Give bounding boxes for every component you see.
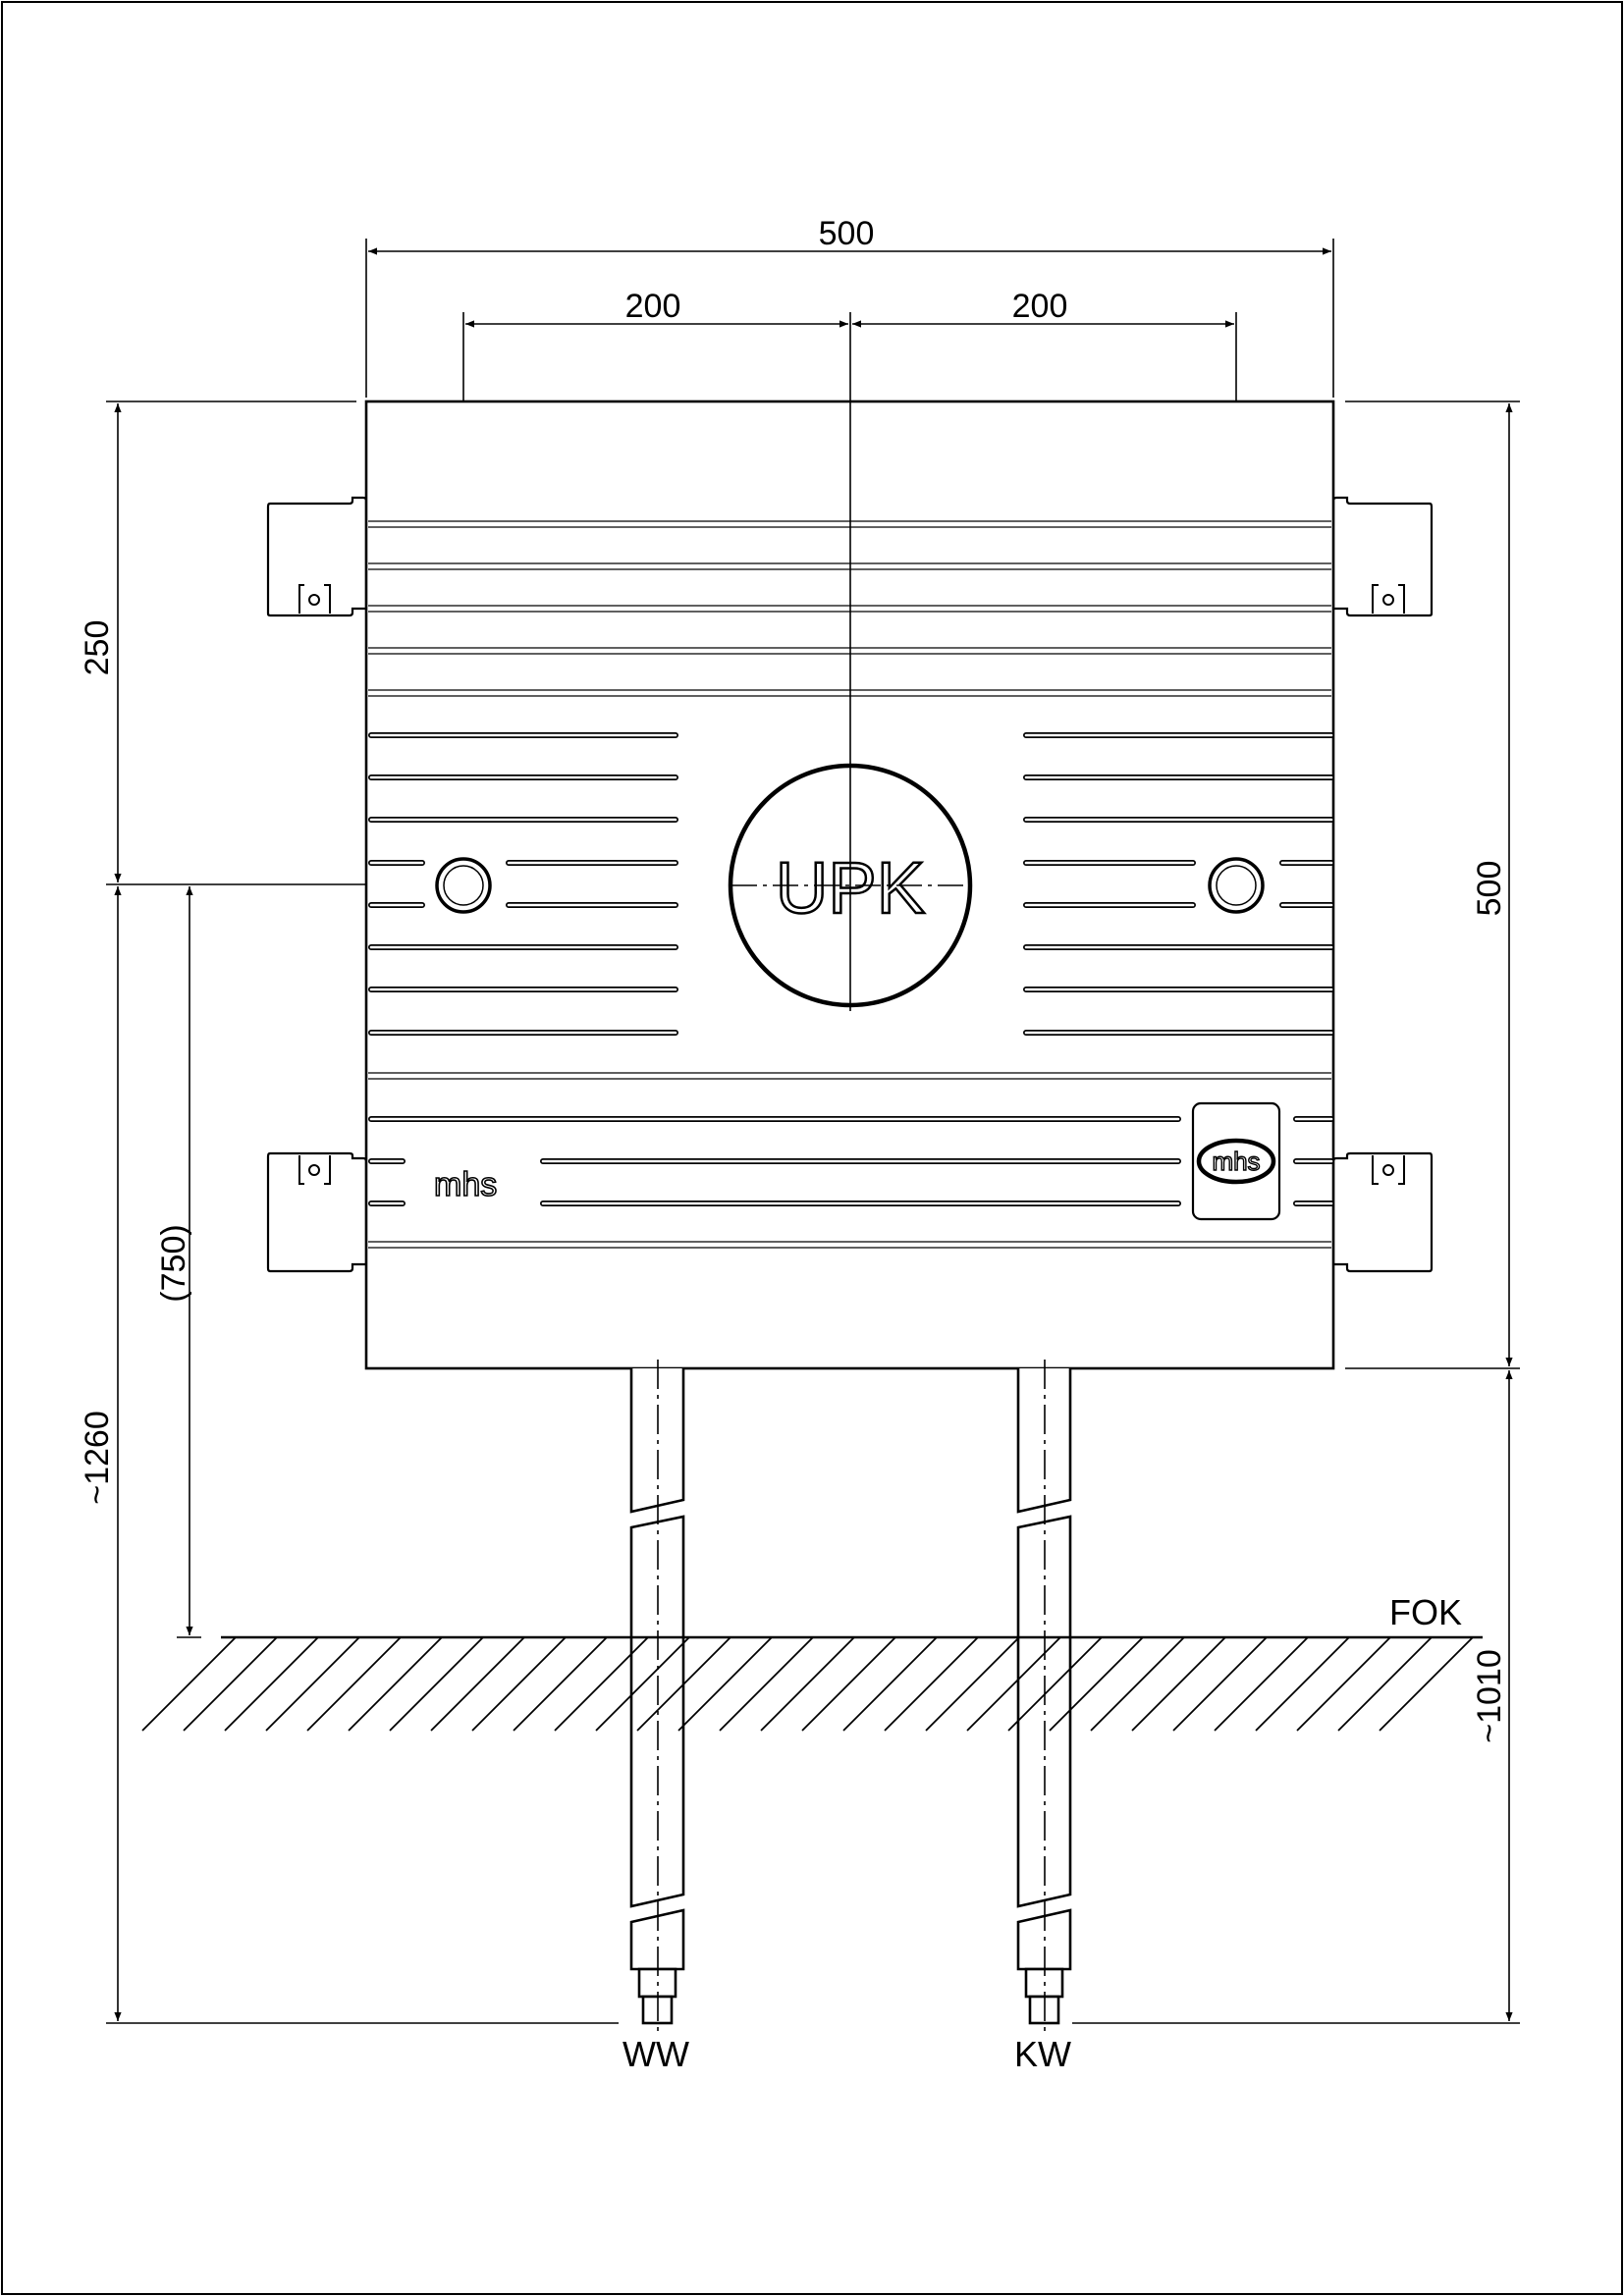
- dimension-200-right: 200: [1012, 288, 1068, 325]
- floor-hatch-line: [513, 1636, 608, 1732]
- floor-hatch-line: [884, 1636, 979, 1732]
- floor-hatch-line: [141, 1636, 237, 1732]
- brand-badge-text: mhs: [1212, 1147, 1260, 1176]
- floor-hatch-line: [1379, 1636, 1474, 1732]
- floor-hatch-line: [471, 1636, 567, 1732]
- floor-hatch-line: [842, 1636, 938, 1732]
- dimension-right-chains: [1072, 400, 1520, 2024]
- floor-hatch-line: [183, 1636, 278, 1732]
- floor-hatch-line: [265, 1636, 360, 1732]
- floor-hatch-line: [1049, 1636, 1144, 1732]
- floor-level: [141, 1635, 1483, 1732]
- dimension-500-top: 500: [819, 215, 875, 252]
- floor-hatch-line: [1214, 1636, 1309, 1732]
- floor-hatch-line: [224, 1636, 319, 1732]
- floor-hatch-line: [677, 1636, 773, 1732]
- floor-hatch-line: [595, 1636, 690, 1732]
- dimension-1260: ~1260: [79, 1411, 116, 1505]
- dimension-500-right: 500: [1471, 861, 1508, 917]
- floor-hatch-line: [966, 1636, 1061, 1732]
- floor-hatch-line: [348, 1636, 443, 1732]
- floor-hatch-line: [1296, 1636, 1391, 1732]
- ww-label: WW: [623, 2034, 689, 2074]
- connection-holes: [435, 857, 1265, 914]
- floor-hatch-line: [306, 1636, 402, 1732]
- brand-badge: mhs: [1191, 1101, 1281, 1221]
- dimension-750: (750): [155, 1224, 192, 1302]
- floor-hatch-line: [430, 1636, 525, 1732]
- floor-hatch-line: [636, 1636, 731, 1732]
- floor-hatch-line: [1131, 1636, 1226, 1732]
- kw-label: KW: [1014, 2034, 1071, 2074]
- floor-hatch-line: [1007, 1636, 1103, 1732]
- floor-hatch-line: [554, 1636, 649, 1732]
- floor-hatch-line: [1090, 1636, 1185, 1732]
- floor-hatch-line: [925, 1636, 1020, 1732]
- brand-logo-text: mhs: [434, 1166, 497, 1203]
- floor-hatch-line: [389, 1636, 484, 1732]
- floor-hatch-line: [719, 1636, 814, 1732]
- floor-hatch-line: [801, 1636, 896, 1732]
- dimension-1010: ~1010: [1471, 1649, 1508, 1743]
- floor-hatch-line: [760, 1636, 855, 1732]
- dimension-200-left: 200: [625, 288, 681, 325]
- floor-hatch-line: [1337, 1636, 1433, 1732]
- floor-label: FOK: [1389, 1592, 1462, 1632]
- center-lines: [731, 312, 972, 1011]
- pipe-kw: [1016, 1360, 1072, 2032]
- bracket-details: [298, 584, 1405, 1185]
- pipe-ww: [629, 1360, 685, 2032]
- mounting-brackets: [266, 496, 1434, 1273]
- dimension-250: 250: [79, 620, 116, 676]
- floor-hatch-line: [1172, 1636, 1268, 1732]
- floor-hatch-line: [1255, 1636, 1350, 1732]
- dimension-overall-width: [365, 239, 1334, 398]
